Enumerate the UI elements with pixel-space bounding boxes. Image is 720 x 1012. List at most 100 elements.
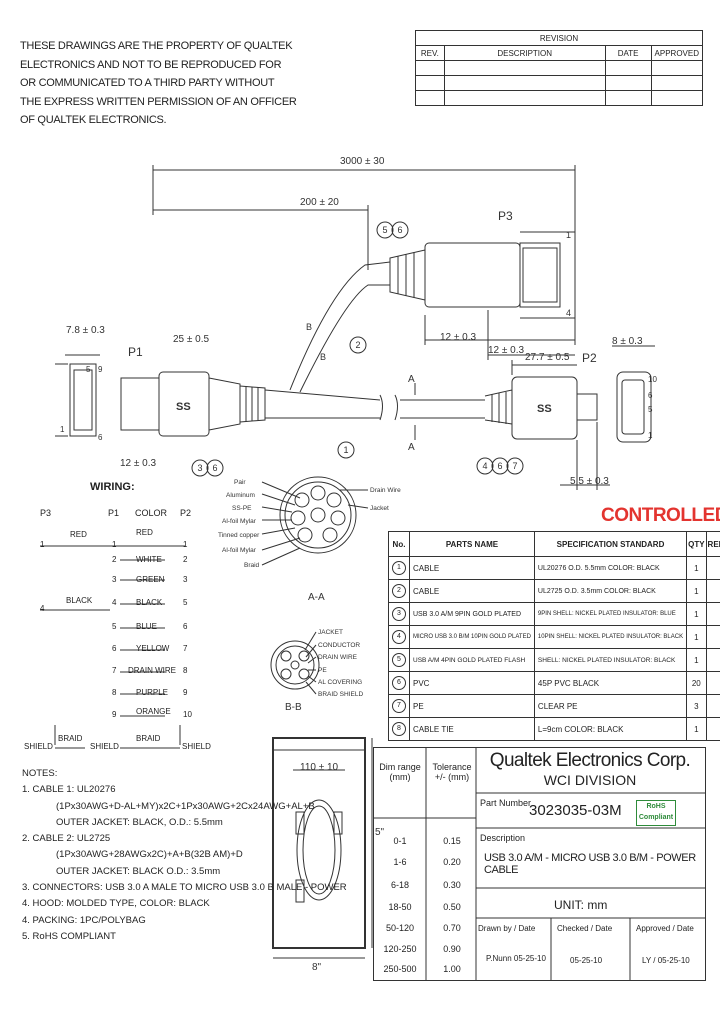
wiring-color: BLUE	[136, 622, 157, 631]
bb-label: CONDUCTOR	[318, 642, 360, 649]
aa-label: Drain Wire	[370, 487, 401, 494]
parts-header: REMARKS	[705, 531, 720, 557]
wiring-header-p3: P3	[40, 508, 52, 518]
parts-no: 8	[392, 722, 406, 736]
note-line: 4. HOOD: MOLDED TYPE, COLOR: BLACK	[22, 898, 210, 910]
aa-label: Pair	[234, 479, 246, 486]
part-number: 3023035-03M	[529, 802, 622, 819]
parts-no: 3	[392, 607, 406, 621]
callout-6: 6	[212, 463, 217, 473]
wiring-group-label: BLACK	[66, 596, 93, 605]
parts-table: No. PARTS NAME SPECIFICATION STANDARD QT…	[388, 531, 720, 741]
parts-spec: CLEAR PE	[533, 694, 688, 718]
parts-qty: 1	[686, 648, 707, 672]
dim-p1-face-width: 7.8 ± 0.3	[66, 325, 105, 336]
tol-value: 0.50	[443, 902, 461, 912]
wiring-p1-pin: 9	[112, 710, 117, 719]
parts-header: No.	[388, 531, 410, 557]
wiring-p1-pin: 7	[112, 666, 117, 675]
parts-row: 5 USB A/M 4PIN GOLD PLATED FLASH SHELL: …	[388, 648, 720, 672]
tol-value: 0.20	[443, 857, 461, 867]
wiring-color: BLACK	[136, 598, 163, 607]
p2-face-pin: 1	[648, 431, 653, 440]
part-number-label: Part Number	[480, 798, 532, 808]
section-b-marker: B	[320, 352, 326, 362]
aa-label: Aluminum	[226, 492, 255, 499]
usb-ss-logo-p2: SS	[537, 403, 552, 415]
tol-range: 250-500	[383, 964, 417, 974]
parts-name: CABLE	[409, 556, 535, 580]
callout-3: 3	[197, 463, 202, 473]
note-line: 3. CONNECTORS: USB 3.0 A MALE TO MICRO U…	[22, 882, 347, 894]
wiring-p2-pin: 10	[183, 710, 192, 719]
section-aa-label: A-A	[308, 592, 325, 603]
usb-ss-logo-p1: SS	[176, 401, 191, 413]
wiring-p2-pin: 6	[183, 622, 188, 631]
wiring-shield: SHIELD	[182, 742, 211, 751]
dim-p2-width: 5.5 ± 0.3	[570, 476, 609, 487]
p1-face-pin-top-right: 9	[98, 365, 103, 374]
revision-table: REVISION REV. DESCRIPTION DATE APPROVED	[415, 30, 704, 106]
p2-face-pin: 5	[648, 405, 653, 414]
section-a-marker-top: A	[408, 374, 415, 385]
wiring-p2-pin: 9	[183, 688, 188, 697]
wiring-p1-pin: 6	[112, 644, 117, 653]
note-line: 2. CABLE 2: UL2725	[22, 833, 111, 845]
dim-total-length: 3000 ± 30	[340, 156, 385, 167]
parts-no: 4	[392, 630, 406, 644]
dim-p1-length: 25 ± 0.5	[173, 334, 210, 345]
note-line: OUTER JACKET: BLACK O.D.: 3.5mm	[56, 865, 221, 877]
wiring-shield: SHIELD	[24, 742, 53, 751]
section-a-marker-bottom: A	[408, 442, 415, 453]
parts-no: 1	[392, 561, 406, 575]
notice-line: THESE DRAWINGS ARE THE PROPERTY OF QUALT…	[20, 40, 293, 52]
parts-row: 1 CABLE UL20276 O.D. 5.5mm COLOR: BLACK …	[388, 556, 720, 580]
confidentiality-notice: THESE DRAWINGS ARE THE PROPERTY OF QUALT…	[20, 37, 297, 130]
parts-header: SPECIFICATION STANDARD	[533, 531, 688, 557]
tol-value: 0.30	[443, 880, 461, 890]
parts-spec: 9PIN SHELL: NICKEL PLATED INSULATOR: BLU…	[533, 602, 688, 626]
wiring-p1-pin: 2	[112, 555, 117, 564]
unit-label: UNIT: mm	[554, 898, 608, 912]
dim-p2-length: 27.7 ± 0.5	[525, 352, 570, 363]
wiring-p1-pin: 3	[112, 575, 117, 584]
parts-spec: SHELL: NICKEL PLATED INSULATOR: BLACK	[533, 648, 688, 672]
parts-no: 7	[392, 699, 406, 713]
title-block: Dim range (mm) Tolerance +/- (mm) 0-1 0.…	[373, 747, 706, 981]
parts-remarks: g	[705, 671, 720, 695]
tol-range: 0-1	[393, 836, 407, 846]
parts-no: 2	[392, 584, 406, 598]
note-line: OUTER JACKET: BLACK, O.D.: 5.5mm	[56, 816, 223, 828]
parts-name: CABLE TIE	[409, 717, 535, 741]
wiring-color: PURPLE	[136, 688, 169, 697]
wiring-p2-pin: 1	[183, 540, 188, 549]
bb-label: JACKET	[318, 629, 343, 636]
drawn-value: P.Nunn 05-25-10	[486, 954, 546, 963]
p3-label: P3	[498, 209, 513, 223]
notice-line: THE EXPRESS WRITTEN PERMISSION OF AN OFF…	[20, 95, 297, 108]
parts-name: PE	[409, 694, 535, 718]
bb-label: BRAID SHIELD	[318, 691, 363, 698]
p2-label: P2	[582, 351, 597, 365]
parts-qty: 1	[686, 717, 707, 741]
parts-spec: UL2725 O.D. 3.5mm COLOR: BLACK	[533, 579, 688, 603]
p1-face-pin-top: 5	[86, 365, 91, 374]
aa-label: SS-PE	[232, 505, 252, 512]
wiring-color: DRAIN WIRE	[128, 666, 176, 675]
note-line: (1Px30AWG+D-AL+MY)x2C+1Px30AWG+2Cx24AWG+…	[56, 800, 315, 812]
approved-label: Approved / Date	[636, 924, 694, 933]
p1-label: P1	[128, 345, 143, 359]
tol-value: 0.15	[443, 836, 461, 846]
note-line: (1Px30AWG+28AWGx2C)+A+B(32B AM)+D	[56, 849, 243, 861]
wiring-color: GREEN	[136, 575, 165, 584]
tol-header-range: Dim range (mm)	[379, 762, 421, 782]
wiring-group-label: RED	[70, 530, 87, 539]
wiring-header-p2: P2	[180, 508, 192, 518]
parts-row: 7 PE CLEAR PE 3 g	[388, 694, 720, 718]
parts-qty: 1	[686, 556, 707, 580]
parts-remarks	[705, 648, 720, 672]
callout-7: 7	[512, 461, 517, 471]
parts-no: 6	[392, 676, 406, 690]
wiring-p2-pin: 5	[183, 598, 188, 607]
parts-qty: 1	[686, 579, 707, 603]
